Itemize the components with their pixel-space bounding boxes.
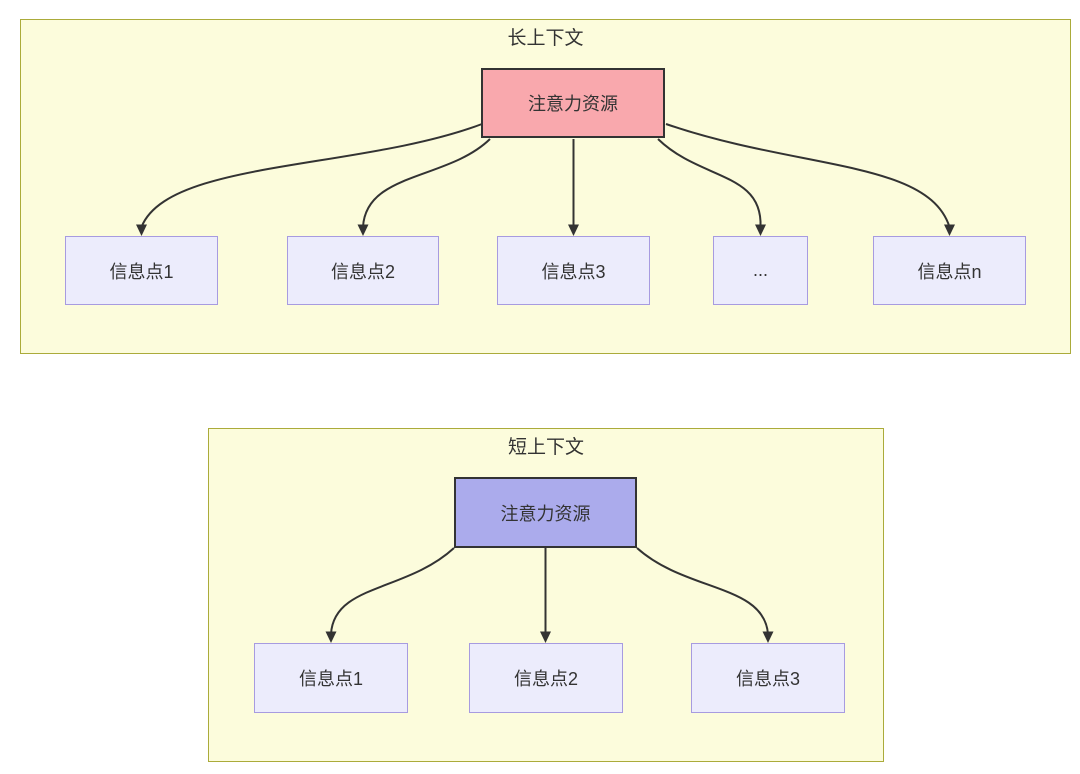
long-info-node-3: 信息点3	[497, 236, 650, 305]
short-attention-node: 注意力资源	[454, 477, 637, 548]
short-context-group: 短上下文 注意力资源 信息点1 信息点2 信息点3	[208, 428, 884, 762]
short-info-node-2: 信息点2	[469, 643, 623, 713]
long-info-node-n: 信息点n	[873, 236, 1026, 305]
long-info-node-1: 信息点1	[65, 236, 218, 305]
short-context-title: 短上下文	[507, 437, 584, 458]
long-info-node-2: 信息点2	[287, 236, 439, 305]
long-context-title: 长上下文	[507, 28, 584, 49]
short-info-node-3: 信息点3	[691, 643, 845, 713]
short-info-node-1: 信息点1	[254, 643, 408, 713]
long-attention-node: 注意力资源	[481, 68, 665, 138]
long-context-group: 长上下文 注意力资源 信息点1 信息点2 信息点3 ... 信息点n	[20, 19, 1071, 354]
long-info-node-ellipsis: ...	[713, 236, 808, 305]
